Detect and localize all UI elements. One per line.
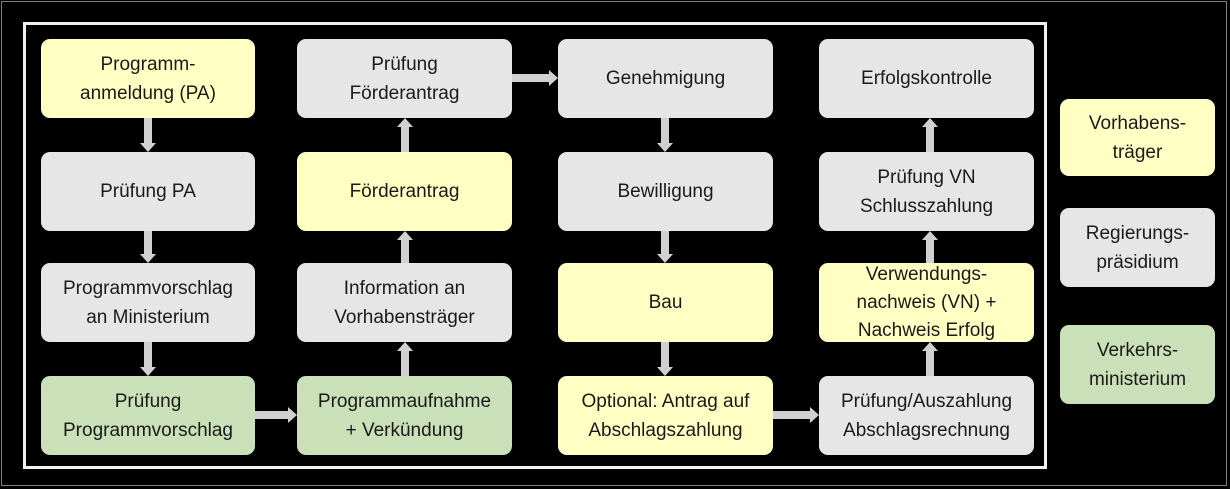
box-erfolgskontrolle: Erfolgskontrolle: [819, 39, 1034, 118]
arrow-head: [549, 70, 558, 86]
arrow-head: [657, 254, 673, 263]
arrow-antrag-to-auszahlung: [773, 411, 810, 419]
legend-vorhabenstraeger: Vorhabens- träger: [1060, 99, 1215, 176]
box-programmaufnahme: Programmaufnahme + Verkündung: [297, 376, 512, 455]
arrow-information-to-antrag: [401, 240, 409, 263]
box-pruefung-foerderantrag: Prüfung Förderantrag: [297, 39, 512, 118]
box-bau: Bau: [558, 263, 773, 342]
arrow-vorschlag-to-pruefung: [144, 342, 152, 367]
legend-verkehrsministerium: Verkehrs- ministerium: [1060, 325, 1215, 404]
arrow-head: [922, 231, 938, 240]
arrow-bewilligung-to-bau: [661, 231, 669, 254]
box-programmanmeldung: Programm- anmeldung (PA): [41, 39, 255, 118]
arrow-pruefung-to-genehmigung: [512, 74, 549, 82]
arrow-head: [397, 342, 413, 351]
arrow-head: [922, 342, 938, 351]
arrow-antrag-to-pruefung: [401, 127, 409, 152]
arrow-head: [140, 254, 156, 263]
arrow-head: [922, 118, 938, 127]
box-information: Information an Vorhabensträger: [297, 263, 512, 342]
arrow-aufnahme-to-information: [401, 351, 409, 376]
legend-regierungspraesidium: Regierungs- präsidium: [1060, 208, 1215, 287]
arrow-pruefung-to-aufnahme: [255, 411, 288, 419]
arrow-head: [397, 231, 413, 240]
arrow-auszahlung-to-vn: [926, 351, 934, 376]
arrow-vn-to-pruefung: [926, 240, 934, 263]
arrow-genehmigung-to-bewilligung: [661, 118, 669, 143]
box-genehmigung: Genehmigung: [558, 39, 773, 118]
arrow-pruefung-to-erfolgskontrolle: [926, 127, 934, 152]
box-bewilligung: Bewilligung: [558, 152, 773, 231]
box-pruefung-vn: Prüfung VN Schlusszahlung: [819, 152, 1034, 231]
box-foerderantrag: Förderantrag: [297, 152, 512, 231]
arrow-pruefung-to-vorschlag: [144, 231, 152, 254]
arrow-head: [657, 367, 673, 376]
arrow-bau-to-antrag: [661, 342, 669, 367]
arrow-head: [810, 407, 819, 423]
arrow-head: [140, 367, 156, 376]
arrow-head: [288, 407, 297, 423]
box-programmvorschlag: Programmvorschlag an Ministerium: [41, 263, 255, 342]
process-frame: [23, 22, 1047, 469]
box-pruefung-auszahlung: Prüfung/Auszahlung Abschlagsrechnung: [819, 376, 1034, 455]
box-pruefung-programmvorschlag: Prüfung Programmvorschlag: [41, 376, 255, 455]
box-verwendungsnachweis: Verwendungs- nachweis (VN) + Nachweis Er…: [819, 263, 1034, 342]
arrow-head: [140, 143, 156, 152]
arrow-pa-to-pruefung: [144, 118, 152, 143]
arrow-head: [397, 118, 413, 127]
box-pruefung-pa: Prüfung PA: [41, 152, 255, 231]
arrow-head: [657, 143, 673, 152]
box-antrag-abschlag: Optional: Antrag auf Abschlagszahlung: [558, 376, 773, 455]
